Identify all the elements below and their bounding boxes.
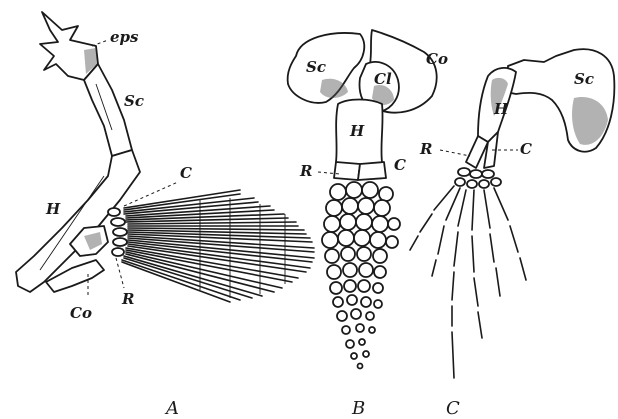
panel-b-label-c: C: [394, 156, 406, 174]
panel-a-label-r: R: [121, 290, 134, 308]
panel-b-carpal-mosaic: [322, 182, 400, 369]
panel-a-label-c: C: [180, 164, 192, 182]
panel-c-r-leader: [440, 150, 470, 156]
panel-a-scapula: [84, 64, 132, 156]
panel-b-label-sc: Sc: [306, 58, 326, 76]
panel-c-caption: C: [446, 398, 460, 419]
panel-a-caption: A: [164, 398, 179, 419]
panel-c-digits: [410, 186, 526, 378]
panel-b-label-co: Co: [426, 50, 448, 68]
panel-c-label-sc: Sc: [574, 70, 594, 88]
panel-a-eps-leader: [92, 40, 108, 46]
panel-a-radials: [108, 208, 127, 256]
panel-a-label-eps: eps: [110, 28, 139, 46]
panel-a-label-h: H: [45, 200, 61, 218]
panel-b-caption: B: [351, 398, 365, 419]
panel-c-label-c: C: [520, 140, 532, 158]
panel-b-ulna: [358, 162, 386, 180]
panel-a: eps Sc C H Co R A: [16, 12, 314, 419]
panel-b-radius: [334, 162, 360, 180]
panel-c: Sc H R C C: [410, 49, 614, 419]
panel-b-label-r: R: [299, 162, 312, 180]
panel-c-carpals: [455, 168, 501, 188]
panel-a-c-leader: [124, 182, 178, 206]
panel-b-label-cl: Cl: [374, 70, 392, 88]
panel-b-label-h: H: [349, 122, 365, 140]
panel-a-label-co: Co: [70, 304, 92, 322]
panel-c-label-h: H: [493, 100, 509, 118]
panel-a-label-sc: Sc: [124, 92, 144, 110]
panel-b: Sc Co Cl H R C B: [288, 30, 448, 419]
panel-c-label-r: R: [419, 140, 432, 158]
